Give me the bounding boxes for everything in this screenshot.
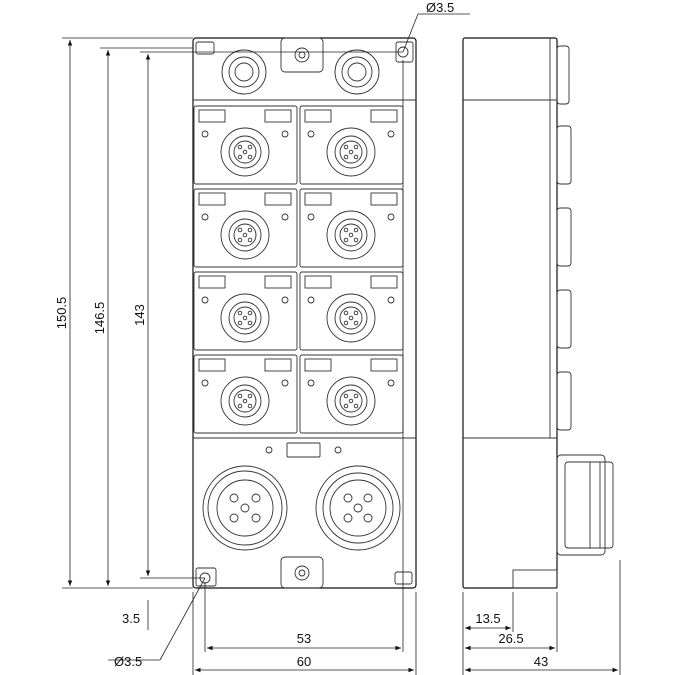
center-tab-bottom [280, 556, 324, 589]
side-power-connector [556, 454, 614, 556]
bus-connector-right [334, 49, 380, 95]
dim-hole-diameter-top: Ø3.5 [426, 0, 454, 15]
dim-width-holes: 53 [297, 631, 311, 646]
lug-top-left [195, 41, 215, 55]
dim-height-total: 150.5 [54, 297, 69, 330]
io-slot-5 [193, 271, 298, 351]
power-connector-left [202, 465, 288, 551]
lug-bottom-left [195, 567, 217, 587]
io-slot-4 [299, 188, 404, 268]
io-slot-3 [193, 188, 298, 268]
dim-side-depth: 43 [534, 654, 548, 669]
io-slot-7 [193, 354, 298, 434]
side-view [462, 37, 614, 589]
io-slot-grid [193, 105, 404, 434]
power-connector-right [315, 465, 401, 551]
side-housing [462, 37, 558, 589]
label-window [286, 442, 321, 458]
lug-bottom-right [394, 571, 413, 585]
dim-side-offset-2: 26.5 [498, 631, 523, 646]
io-slot-1 [193, 105, 298, 185]
dim-height-mid: 146.5 [92, 302, 107, 335]
dim-width-total: 60 [297, 654, 311, 669]
dim-hole-diameter-bottom: Ø3.5 [114, 654, 142, 669]
dimensions [62, 13, 621, 675]
bus-connector-left [221, 49, 267, 95]
dim-bottom-offset: 3.5 [122, 611, 140, 626]
center-tab-top [280, 37, 324, 73]
side-foot [512, 569, 558, 589]
dim-height-holes: 143 [132, 304, 147, 326]
front-view [192, 37, 417, 589]
dim-side-offset-1: 13.5 [475, 611, 500, 626]
front-housing [192, 37, 417, 589]
side-connector-stubs [556, 45, 572, 431]
